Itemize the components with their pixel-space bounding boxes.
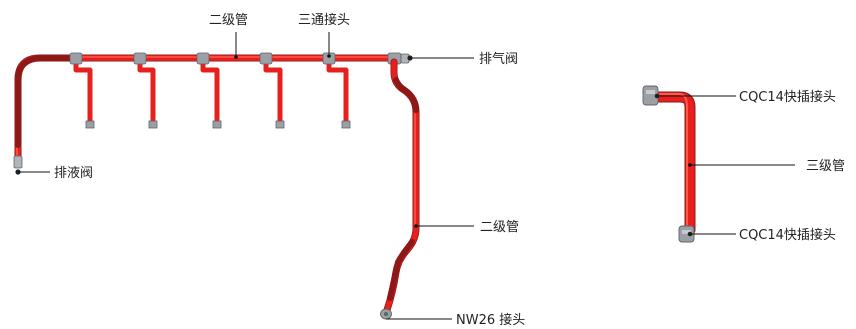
valve-icon [13,155,23,175]
leaders-right [657,95,795,235]
branch-drop-4 [263,59,283,127]
label-secondary-pipe-top: 二级管 [209,13,248,28]
flange-icon [380,308,392,320]
valve-icon [400,53,413,64]
tee-fitting-icon [196,52,210,65]
leader-dots [234,54,418,228]
main-header-pipe-shadow [14,54,400,164]
label-nw26-joint: NW26 接头 [456,312,525,328]
label-cqc14-top: CQC14快插接头 [739,89,836,105]
tertiary-pipe [651,92,695,235]
tertiary-pipe-highlight [659,93,688,227]
label-secondary-pipe-right: 二级管 [480,220,519,235]
label-drain-valve: 排液阀 [54,166,93,181]
branch-drop-1 [73,59,93,127]
branch-end-caps [85,120,351,129]
branch-drop-5 [326,59,349,127]
tee-fitting-icon [259,52,273,65]
leader-dot-tertiary [688,163,692,167]
tee-fitting-icon [133,52,147,65]
branch-drop-2 [137,59,156,127]
braided-hose-left [15,55,73,148]
branch-drops [73,59,349,127]
main-header-pipe [15,55,399,163]
quick-connector-icon [642,85,660,106]
tee-fitting-icon [69,52,83,65]
label-cqc14-bottom: CQC14快插接头 [739,227,836,243]
branch-end-cap-1 [85,120,95,129]
branch-end-cap-3 [212,120,222,129]
label-tee-joint: 三通接头 [298,12,350,28]
braided-hose-right-upper [393,77,419,113]
tee-fittings [69,52,402,65]
label-tertiary-pipe: 三级管 [806,159,845,174]
branch-drop-3 [200,59,220,127]
branch-end-cap-5 [341,120,351,129]
braided-hose-right-lower [387,239,415,301]
tertiary-pipe-shadow [650,91,696,236]
branch-end-cap-2 [148,120,158,129]
tertiary-pipe-assembly: CQC14快插接头 三级管 CQC14快插接头 [642,85,845,243]
leaders-left [18,32,474,320]
secondary-pipe-network: 二级管 三通接头 排气阀 排液阀 二级管 NW26 接头 [13,12,525,328]
branch-end-cap-4 [275,120,285,129]
label-exhaust-valve: 排气阀 [479,51,518,67]
